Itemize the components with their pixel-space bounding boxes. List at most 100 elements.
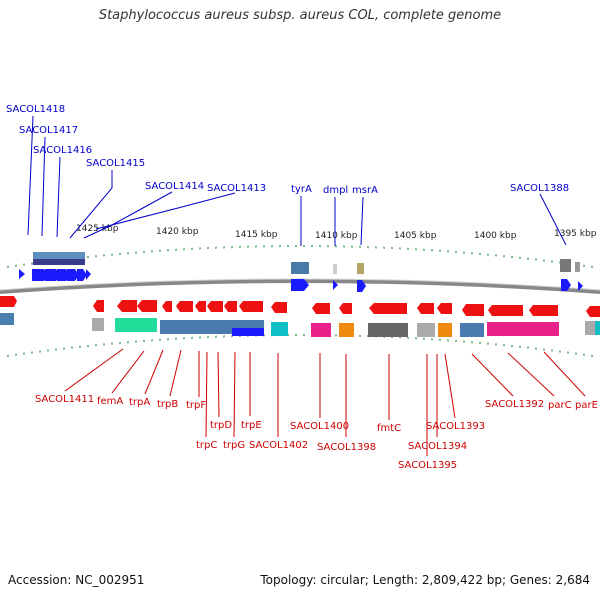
gene-label-trpD: trpD	[210, 420, 232, 431]
gene-label-SACOL1402: SACOL1402	[249, 440, 308, 451]
tick-label-1415: 1415 kbp	[235, 230, 278, 240]
scale-labels: 1425 kbp 1420 kbp 1415 kbp 1410 kbp 1405…	[76, 224, 597, 241]
feature-box-1394	[438, 323, 452, 337]
gene-label-femA: femA	[97, 396, 123, 407]
gene-label-SACOL1416: SACOL1416	[33, 145, 92, 156]
gene-label-SACOL1398: SACOL1398	[317, 442, 376, 453]
forward-arrow	[67, 269, 79, 281]
feature-box-1388b	[575, 262, 580, 272]
gene-label-SACOL1415: SACOL1415	[86, 158, 145, 169]
gene-label-trpB: trpB	[157, 399, 178, 410]
gene-label-tyrA: tyrA	[291, 184, 312, 195]
reverse-arrow	[162, 301, 172, 312]
gene-label-trpF: trpF	[186, 400, 206, 411]
reverse-arrow	[195, 301, 206, 312]
gene-label-SACOL1418: SACOL1418	[6, 104, 65, 115]
genome-summary-text: Topology: circular; Length: 2,809,422 bp…	[260, 573, 590, 587]
gene-label-msrA: msrA	[352, 185, 378, 196]
gene-label-trpE: trpE	[241, 420, 262, 431]
reverse-arrow	[137, 300, 157, 312]
gene-label-SACOL1392: SACOL1392	[485, 399, 544, 410]
forward-arrow	[57, 269, 70, 281]
bottom-gene-labels: SACOL1411 femA trpA trpB trpF trpD trpC …	[35, 394, 598, 471]
reverse-arrow	[586, 306, 600, 317]
accession-text: Accession: NC_002951	[8, 573, 145, 587]
forward-arrow	[578, 281, 583, 291]
forward-arrow	[333, 280, 338, 290]
gene-label-SACOL1400: SACOL1400	[290, 421, 349, 432]
gene-label-SACOL1417: SACOL1417	[19, 125, 78, 136]
feature-box-left	[0, 313, 14, 325]
feature-box-trpE	[232, 328, 264, 336]
feature-box-1398	[339, 323, 354, 337]
reverse-arrow	[0, 296, 17, 307]
feature-box-1402	[271, 322, 288, 336]
reverse-arrow	[529, 305, 558, 316]
feature-box-1395	[417, 323, 435, 337]
reverse-arrow	[271, 302, 287, 313]
forward-arrow	[32, 269, 48, 281]
top-gene-labels: SACOL1418 SACOL1417 SACOL1416 SACOL1415 …	[6, 104, 569, 196]
gene-label-trpA: trpA	[129, 397, 150, 408]
gene-label-fmtC: fmtC	[377, 423, 401, 434]
feature-box-msrA	[357, 263, 364, 274]
feature-box-femA	[115, 318, 157, 332]
reverse-arrow	[369, 303, 407, 314]
feature-box-parC	[487, 322, 559, 336]
reverse-arrow	[417, 303, 434, 314]
gene-label-parE: parE	[575, 400, 598, 411]
feature-box-right	[595, 321, 600, 335]
reverse-arrow	[224, 301, 237, 312]
forward-strand-features	[19, 252, 583, 292]
reverse-arrow	[462, 304, 484, 316]
reverse-arrow	[488, 305, 523, 316]
forward-arrow	[561, 279, 571, 291]
tick-label-1395: 1395 kbp	[554, 229, 597, 239]
forward-arrow	[19, 269, 25, 279]
reverse-arrow	[207, 301, 223, 312]
bottom-leader-lines	[64, 348, 586, 456]
reverse-arrow	[312, 303, 330, 314]
reverse-strand-features	[0, 296, 600, 337]
gene-label-trpG: trpG	[223, 440, 245, 451]
tick-label-1420: 1420 kbp	[156, 227, 199, 237]
gene-label-SACOL1393: SACOL1393	[426, 421, 485, 432]
reverse-arrow	[117, 300, 137, 312]
gene-label-SACOL1413: SACOL1413	[207, 183, 266, 194]
feature-box-tyrA	[291, 262, 309, 274]
forward-arrow	[77, 269, 87, 281]
gene-label-dmpl: dmpl	[323, 185, 348, 196]
tick-label-1410: 1410 kbp	[315, 231, 358, 241]
feature-box-1400	[311, 323, 331, 337]
gene-label-SACOL1388: SACOL1388	[510, 183, 569, 194]
tick-label-1405: 1405 kbp	[394, 231, 437, 241]
top-leader-lines	[27, 115, 567, 246]
feature-box-1388a	[560, 259, 571, 272]
gene-label-SACOL1411: SACOL1411	[35, 394, 94, 405]
gene-label-SACOL1394: SACOL1394	[408, 441, 467, 452]
genome-title: Staphylococcus aureus subsp. aureus COL,…	[98, 8, 502, 23]
forward-arrow	[357, 280, 366, 292]
reverse-arrow	[176, 301, 193, 312]
forward-arrow	[45, 269, 60, 281]
reverse-arrow	[239, 301, 263, 312]
gene-label-SACOL1414: SACOL1414	[145, 181, 204, 192]
feature-box-1393	[460, 323, 484, 337]
feature-box-1411	[92, 318, 104, 331]
gene-label-SACOL1395: SACOL1395	[398, 460, 457, 471]
feature-box-1418	[33, 252, 85, 259]
feature-box-fmtC	[368, 323, 408, 337]
tick-label-1400: 1400 kbp	[474, 231, 517, 241]
feature-box-1417	[33, 259, 85, 265]
forward-arrow	[86, 269, 91, 280]
reverse-arrow	[339, 303, 352, 314]
gene-label-trpC: trpC	[196, 440, 217, 451]
reverse-arrow	[93, 300, 104, 312]
lower-tick-row	[7, 334, 593, 357]
feature-box-dmpl	[333, 264, 337, 274]
forward-arrow	[291, 279, 309, 291]
feature-box-parE	[585, 321, 595, 335]
reverse-arrow	[437, 303, 452, 314]
gene-label-parC: parC	[548, 400, 572, 411]
